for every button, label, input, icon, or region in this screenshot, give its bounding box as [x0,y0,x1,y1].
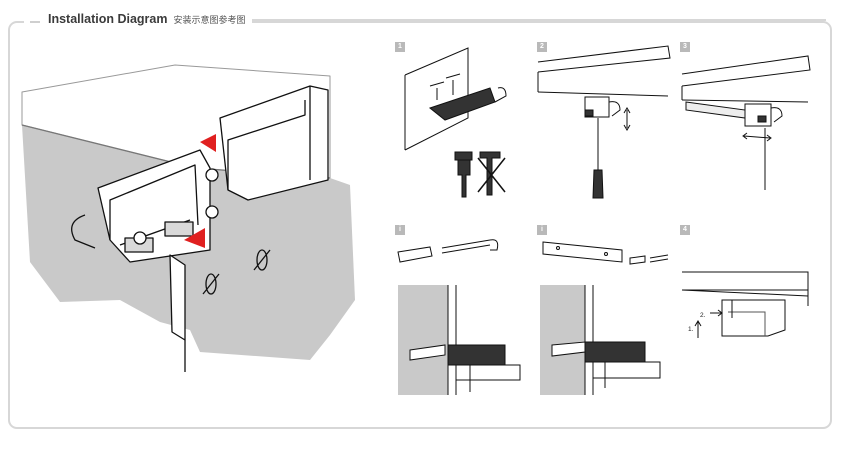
diagram-title-chinese: 安装示意图参考图 [173,15,246,25]
step-3-illustration [681,55,811,190]
step-badge-1: 1 [395,42,405,52]
header-dash [30,21,40,23]
diagram-title: Installation Diagram [48,12,168,26]
info-1-illustration [397,239,521,395]
info-badge-2: i [537,225,547,235]
step-1-illustration [404,47,507,198]
step-4-annotation-1: 1. [688,326,694,333]
step-2-illustration [537,45,671,199]
diagram-header: Installation Diagram 安装示意图参考图 [24,12,252,26]
step-badge-4: 4 [680,225,690,235]
main-illustration [21,64,355,372]
step-badge-2: 2 [537,42,547,52]
header-rule [236,19,826,21]
step-4-annotation-2: 2. [700,312,706,319]
info-2-illustration [540,241,669,395]
diagram-frame [8,21,832,429]
wall-anchor-marks [202,249,271,295]
red-arrow-up [200,134,216,152]
step-4-illustration [681,271,809,338]
step-badge-3: 3 [680,42,690,52]
red-arrow-left [184,228,205,248]
info-badge-1: i [395,225,405,235]
